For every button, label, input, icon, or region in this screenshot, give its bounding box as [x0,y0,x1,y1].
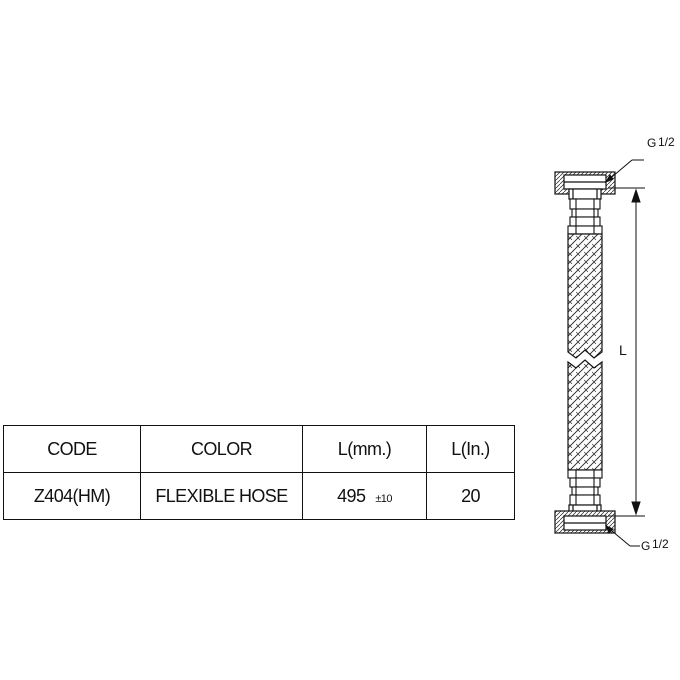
spec-table: CODE COLOR L(mm.) L(In.) Z404(HM) FLEXIB… [3,425,515,520]
top-thread-label: G [647,136,656,150]
bottom-thread-fraction: 1/2 [652,537,669,551]
header-color: COLOR [140,425,303,473]
hose-upper [567,233,603,359]
top-thread-fraction: 1/2 [658,135,675,149]
table-row: Z404(HM) FLEXIBLE HOSE 495±10 20 [3,472,515,520]
bottom-thread-callout [605,525,640,547]
length-dimension [608,187,645,517]
bottom-thread-label: G [641,539,650,553]
top-nut [554,171,616,200]
table-header-row: CODE COLOR L(mm.) L(In.) [3,425,515,473]
cell-length-in: 20 [426,472,515,520]
length-mm-value: 495 [337,485,366,506]
cell-length-mm: 495 ±10 [302,472,427,520]
header-length-in: L(In.) [426,425,515,473]
bottom-ferrule [567,469,603,506]
tolerance: ±10 [375,492,392,505]
bottom-nut [554,504,616,534]
length-label: L [619,342,627,358]
header-code: CODE [3,425,141,473]
top-ferrule [567,198,603,235]
hose-lower [567,359,603,471]
top-thread-callout [604,159,644,184]
